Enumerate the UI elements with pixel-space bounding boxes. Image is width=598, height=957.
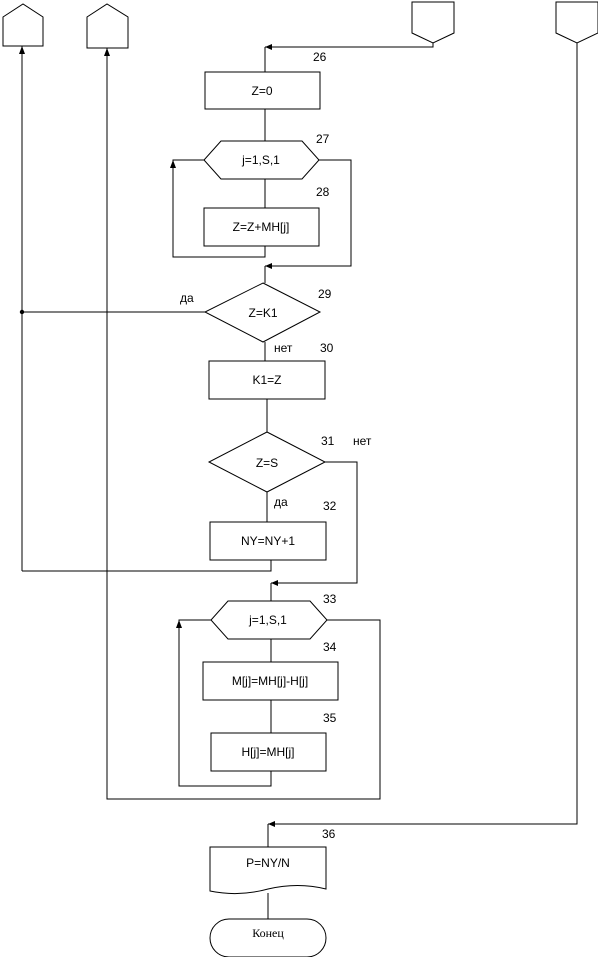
- document-block-p: [209, 846, 327, 895]
- block-number-32: 32: [323, 499, 337, 513]
- no-branch-line-2: [271, 461, 358, 584]
- offpage-connector-left-1: [2, 3, 44, 47]
- decision-no-label-2: нет: [353, 434, 372, 448]
- block-number-30: 30: [320, 341, 334, 355]
- arrow-head: [268, 821, 275, 827]
- block-text-ny-inc: NY=NY+1: [241, 534, 295, 548]
- arrow-head: [265, 44, 272, 50]
- block-number-36: 36: [322, 827, 336, 841]
- arrow-head: [265, 263, 272, 269]
- loop-exit-line-2: [106, 48, 381, 800]
- arrow-head: [176, 620, 182, 628]
- loop-return-line-1: [172, 159, 266, 258]
- decision-text-z-s: Z=S: [256, 456, 278, 470]
- process-block-z-add: [203, 207, 320, 247]
- arrow-head: [104, 48, 110, 56]
- terminator-end: [209, 918, 327, 957]
- block-text-m-assign: M[j]=MH[j]-H[j]: [232, 674, 308, 688]
- decision-text-z-k1: Z=K1: [248, 306, 277, 320]
- block-number-31: 31: [321, 434, 335, 448]
- connector-line-right-entry: [268, 43, 578, 825]
- return-line-to-left-1: [22, 560, 272, 572]
- loop-text-1: j=1,S,1: [241, 153, 280, 167]
- process-block-z-zero: [204, 71, 321, 110]
- offpage-connector-right-1: [411, 1, 455, 44]
- connector-line-entry: [265, 43, 434, 48]
- block-number-29: 29: [318, 287, 332, 301]
- block-number-35: 35: [323, 711, 337, 725]
- offpage-connector-right-2: [555, 1, 598, 44]
- loop-return-line-2: [178, 619, 272, 787]
- process-block-ny-inc: [209, 521, 327, 561]
- decision-block-z-k1: [203, 282, 322, 343]
- block-text-z-add: Z=Z+MH[j]: [233, 220, 290, 234]
- process-block-m-assign: [202, 661, 339, 701]
- loop-text-2: j=1,S,1: [248, 613, 287, 627]
- arrow-head: [19, 46, 25, 54]
- block-number-28: 28: [316, 185, 330, 199]
- process-block-h-assign: [210, 732, 327, 772]
- block-text-p: P=NY/N: [246, 856, 290, 870]
- arrow-head: [170, 160, 176, 168]
- process-block-k1-assign: [208, 360, 326, 400]
- block-text-z-zero: Z=0: [251, 84, 272, 98]
- block-number-33: 33: [323, 592, 337, 606]
- block-text-k1-assign: K1=Z: [252, 373, 281, 387]
- decision-yes-label-2: да: [274, 495, 288, 509]
- block-number-34: 34: [323, 640, 337, 654]
- terminator-text-end: Конец: [252, 926, 284, 940]
- block-text-h-assign: H[j]=MH[j]: [241, 745, 294, 759]
- block-number-26: 26: [313, 50, 327, 64]
- loop-exit-line-1: [265, 159, 352, 267]
- offpage-connector-left-2: [86, 3, 129, 49]
- decision-no-label-1: нет: [274, 341, 293, 355]
- block-number-27: 27: [316, 132, 330, 146]
- decision-yes-label-1: да: [180, 291, 194, 305]
- arrow-head: [271, 580, 278, 586]
